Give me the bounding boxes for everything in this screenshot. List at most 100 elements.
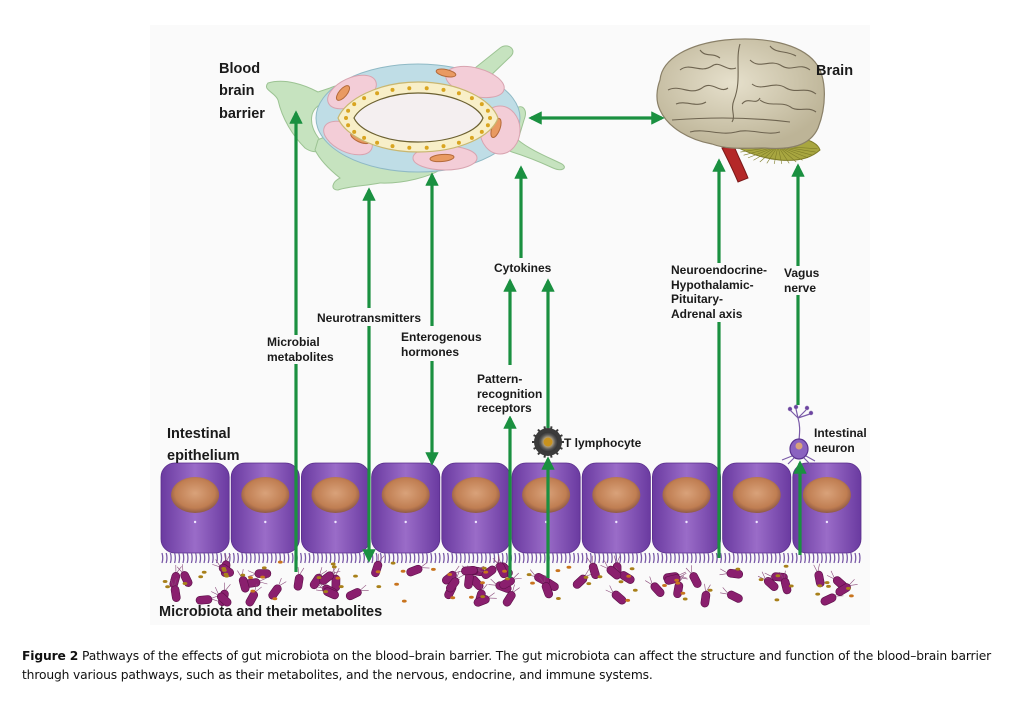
- metabolite: [682, 597, 688, 601]
- cell-nucleus: [381, 477, 430, 513]
- cell-nucleus: [662, 477, 711, 513]
- metabolite: [824, 581, 830, 585]
- label-enterogenous-hormones: Enterogenous hormones: [401, 330, 482, 360]
- metabolite: [674, 578, 680, 582]
- metabolite: [846, 586, 851, 590]
- metabolite: [555, 569, 561, 573]
- endothelial-nucleus: [390, 87, 395, 92]
- bacterium: [237, 568, 250, 593]
- bacterium: [247, 569, 272, 578]
- metabolite: [394, 582, 399, 586]
- cell-nucleus: [522, 477, 571, 513]
- bacterium: [211, 586, 232, 607]
- metabolite: [817, 584, 823, 588]
- metabolite: [662, 584, 667, 587]
- metabolite: [530, 581, 535, 585]
- endothelial-nucleus: [352, 102, 357, 107]
- metabolite: [483, 570, 489, 574]
- metabolite: [248, 576, 253, 580]
- t-lymphocyte-cell: [532, 426, 564, 458]
- metabolite: [401, 599, 407, 603]
- cerebrum: [656, 38, 825, 150]
- metabolite: [165, 585, 171, 589]
- endothelial-nucleus: [485, 108, 490, 113]
- bacterium: [835, 579, 858, 596]
- endothelial-nucleus: [488, 116, 492, 120]
- metabolite: [735, 567, 741, 571]
- metabolite: [331, 565, 337, 569]
- bacterium: [492, 555, 509, 579]
- endothelial-nucleus: [456, 91, 461, 96]
- bacterium: [673, 574, 685, 599]
- endothelial-nucleus: [375, 140, 380, 145]
- endothelial-nucleus: [424, 86, 429, 91]
- metabolite: [260, 575, 265, 579]
- bacterium: [720, 587, 743, 603]
- metabolite: [629, 567, 635, 571]
- bacterium: [539, 575, 554, 599]
- microvilli: [161, 552, 861, 564]
- metabolite: [198, 575, 204, 579]
- endothelial-nucleus: [441, 144, 446, 149]
- label-vagus-nerve: Vagus nerve: [784, 266, 820, 296]
- label-intestinal-epithelium: Intestinal epithelium: [167, 426, 240, 465]
- endothelial-nucleus: [424, 145, 429, 150]
- brain-sulci: [667, 43, 817, 134]
- metabolite: [240, 573, 246, 577]
- metabolite: [481, 566, 487, 570]
- brainstem: [721, 145, 749, 183]
- metabolite: [447, 573, 453, 576]
- endothelial-nucleus: [407, 86, 412, 91]
- metabolite: [526, 573, 532, 577]
- metabolite: [597, 575, 603, 579]
- metabolite: [330, 562, 336, 566]
- metabolite: [758, 578, 764, 582]
- bacterium: [605, 585, 627, 605]
- bacterium: [719, 568, 744, 579]
- endothelial-nucleus: [485, 123, 490, 128]
- metabolite: [788, 584, 794, 588]
- metabolite: [826, 584, 831, 588]
- metabolite: [480, 581, 485, 585]
- metabolite: [400, 569, 406, 573]
- metabolite: [182, 582, 188, 585]
- endothelial-nucleus: [346, 108, 351, 113]
- metabolite: [431, 567, 436, 571]
- bacterium: [445, 571, 465, 593]
- label-microbial-metabolites: Microbial metabolites: [267, 335, 334, 365]
- bacterium: [685, 565, 702, 588]
- endothelial-nucleus: [469, 96, 474, 101]
- brain-illustration: [656, 38, 825, 183]
- metabolite: [586, 582, 592, 586]
- metabolite: [261, 566, 267, 570]
- endothelial-nucleus: [441, 87, 446, 92]
- cell-nucleus: [732, 477, 781, 513]
- cell-nucleus: [241, 477, 290, 513]
- bacterium: [700, 583, 711, 608]
- metabolite: [222, 568, 227, 572]
- blood-brain-barrier-illustration: [266, 45, 565, 191]
- microbiota: [162, 553, 858, 608]
- bacterium: [345, 584, 369, 601]
- endothelial-nucleus: [479, 129, 484, 134]
- metabolite: [390, 561, 396, 565]
- cell-nucleus: [592, 477, 641, 513]
- bacterium: [195, 595, 220, 605]
- metabolite: [316, 576, 322, 580]
- endothelial-nucleus: [346, 123, 351, 128]
- caption-label: Figure 2: [22, 649, 79, 663]
- endothelial-nucleus: [362, 135, 367, 140]
- bacterium: [586, 555, 600, 580]
- metabolite: [250, 589, 256, 593]
- metabolite: [376, 585, 382, 589]
- metabolite: [323, 590, 329, 594]
- gut-brain-axis-figure: Blood brain barrier Brain Cytokines Neur…: [159, 38, 867, 620]
- metabolite: [632, 588, 638, 592]
- bacterium: [473, 592, 497, 607]
- metabolite: [618, 580, 624, 584]
- label-blood-brain-barrier: Blood brain barrier: [219, 61, 265, 122]
- metabolite: [849, 594, 854, 598]
- bacterium: [245, 583, 262, 607]
- capillary-lumen: [353, 92, 484, 143]
- metabolite: [815, 592, 821, 596]
